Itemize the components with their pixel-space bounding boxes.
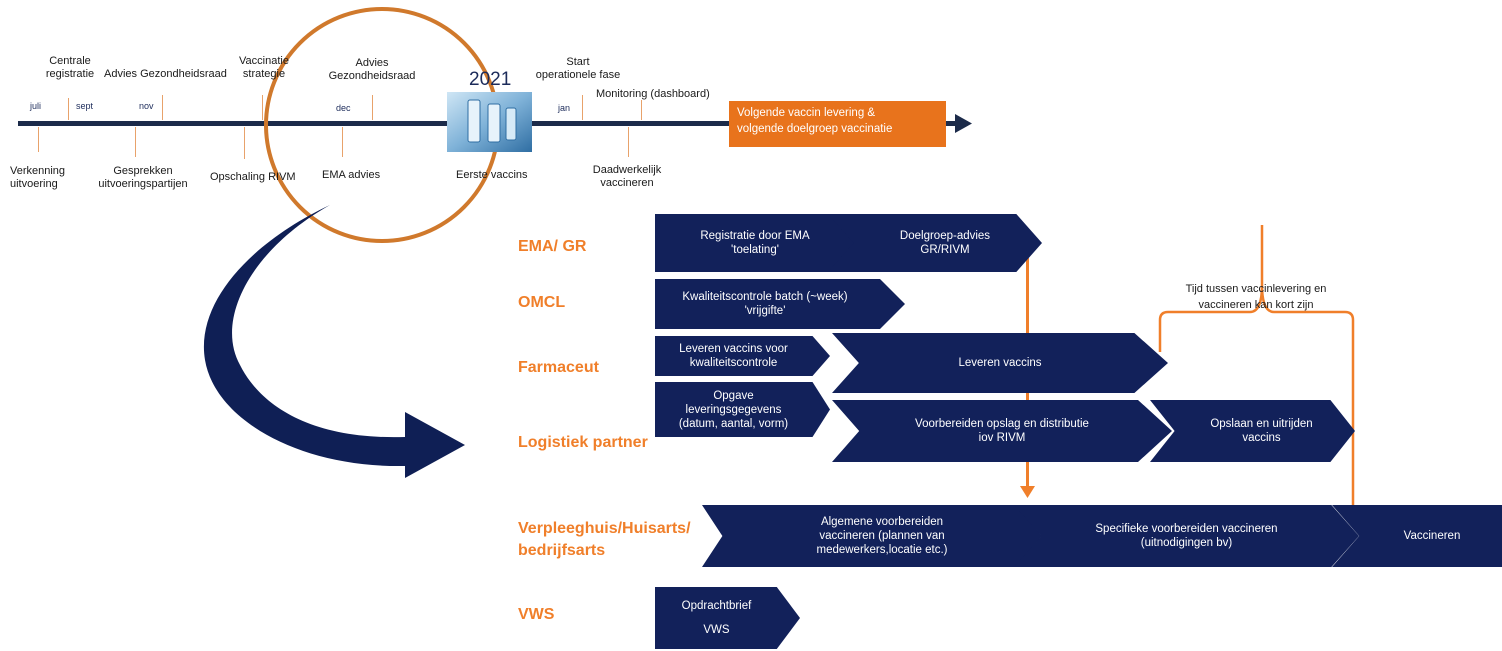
next-delivery-text: Volgende vaccin levering & volgende doel… xyxy=(737,107,893,135)
lane-verpleeghuis: Verpleeghuis/Huisarts/ bedrijfsarts xyxy=(518,520,691,559)
step-opslaan: Opslaan en uitrijden vaccins xyxy=(1150,400,1355,462)
label-eerste-vaccins: Eerste vaccins xyxy=(456,169,528,181)
label-monitoring: Monitoring (dashboard) xyxy=(596,88,710,100)
year-label: 2021 xyxy=(469,69,512,90)
step-algemene: Algemene voorbereiden vaccineren (planne… xyxy=(702,505,1042,567)
label-opschaling: Opschaling RIVM xyxy=(210,171,296,183)
step-leveren-kwaliteit: Leveren vaccins voor kwaliteitscontrole xyxy=(655,336,830,376)
month-nov: nov xyxy=(139,101,154,111)
curved-arrow xyxy=(203,205,465,478)
tick-nov xyxy=(162,95,163,120)
callout-text: Tijd tussen vaccinlevering en vaccineren… xyxy=(1185,283,1327,311)
lane-farmaceut: Farmaceut xyxy=(518,359,599,376)
tick-jan xyxy=(582,95,583,120)
month-jan: jan xyxy=(558,103,571,113)
step-leveren-vaccins: Leveren vaccins xyxy=(832,333,1168,393)
label-gesprekken: Gesprekken uitvoeringspartijen xyxy=(98,165,188,190)
lane-omcl: OMCL xyxy=(518,294,566,311)
label-advies-gezondheidsraad-1: Advies Gezondheidsraad xyxy=(104,68,227,80)
timeline-arrowhead xyxy=(955,114,972,133)
lane-vws: VWS xyxy=(518,606,555,623)
step-opdrachtbrief: Opdrachtbrief VWS xyxy=(655,587,800,649)
label-centrale-registratie: Centrale registratie xyxy=(45,55,95,80)
next-delivery-box: Volgende vaccin levering & volgende doel… xyxy=(729,101,946,147)
callout-bracket xyxy=(1158,225,1355,505)
label-verkenning: Verkenning uitvoering xyxy=(10,165,66,190)
vial-1 xyxy=(467,99,481,143)
label-advies-gezondheidsraad-2: Advies Gezondheidsraad xyxy=(328,57,416,82)
month-sept: sept xyxy=(76,101,94,111)
label-start-operationele-fase: Start operationele fase xyxy=(535,56,621,81)
month-juli: juli xyxy=(30,101,42,111)
step-opgave: Opgave leveringsgegevens (datum, aantal,… xyxy=(655,382,830,437)
vial-3 xyxy=(505,107,517,141)
tick-ema xyxy=(342,127,343,157)
lane-ema-gr: EMA/ GR xyxy=(518,238,587,255)
tick-juli xyxy=(68,98,69,120)
step-kwaliteitscontrole: Kwaliteitscontrole batch (~week) 'vrijgi… xyxy=(655,279,905,329)
label-daadwerkelijk: Daadwerkelijk vaccineren xyxy=(592,164,662,189)
tick-gesprekken xyxy=(135,127,136,157)
tick-vaccinatie xyxy=(262,95,263,120)
lane-logistiek: Logistiek partner xyxy=(518,434,648,451)
step-specifieke: Specifieke voorbereiden vaccineren (uitn… xyxy=(1014,505,1359,567)
step-registratie-ema: Registratie door EMA 'toelating' xyxy=(655,214,855,272)
step-doelgroep-advies: Doelgroep-advies GR/RIVM xyxy=(828,214,1042,272)
vial-2 xyxy=(487,103,501,143)
connector-arrowhead xyxy=(1020,486,1035,498)
tick-opschaling xyxy=(244,127,245,159)
tick-verkenning xyxy=(38,127,39,152)
step-voorbereiden-opslag: Voorbereiden opslag en distributie iov R… xyxy=(832,400,1172,462)
step-vaccineren: Vaccineren xyxy=(1332,505,1502,567)
label-ema-advies: EMA advies xyxy=(322,169,381,181)
tick-monitoring xyxy=(641,100,642,120)
tick-daadwerkelijk xyxy=(628,127,629,157)
tick-advies2 xyxy=(372,95,373,120)
month-dec: dec xyxy=(336,103,351,113)
label-vaccinatie-strategie: Vaccinatie strategie xyxy=(239,55,289,80)
